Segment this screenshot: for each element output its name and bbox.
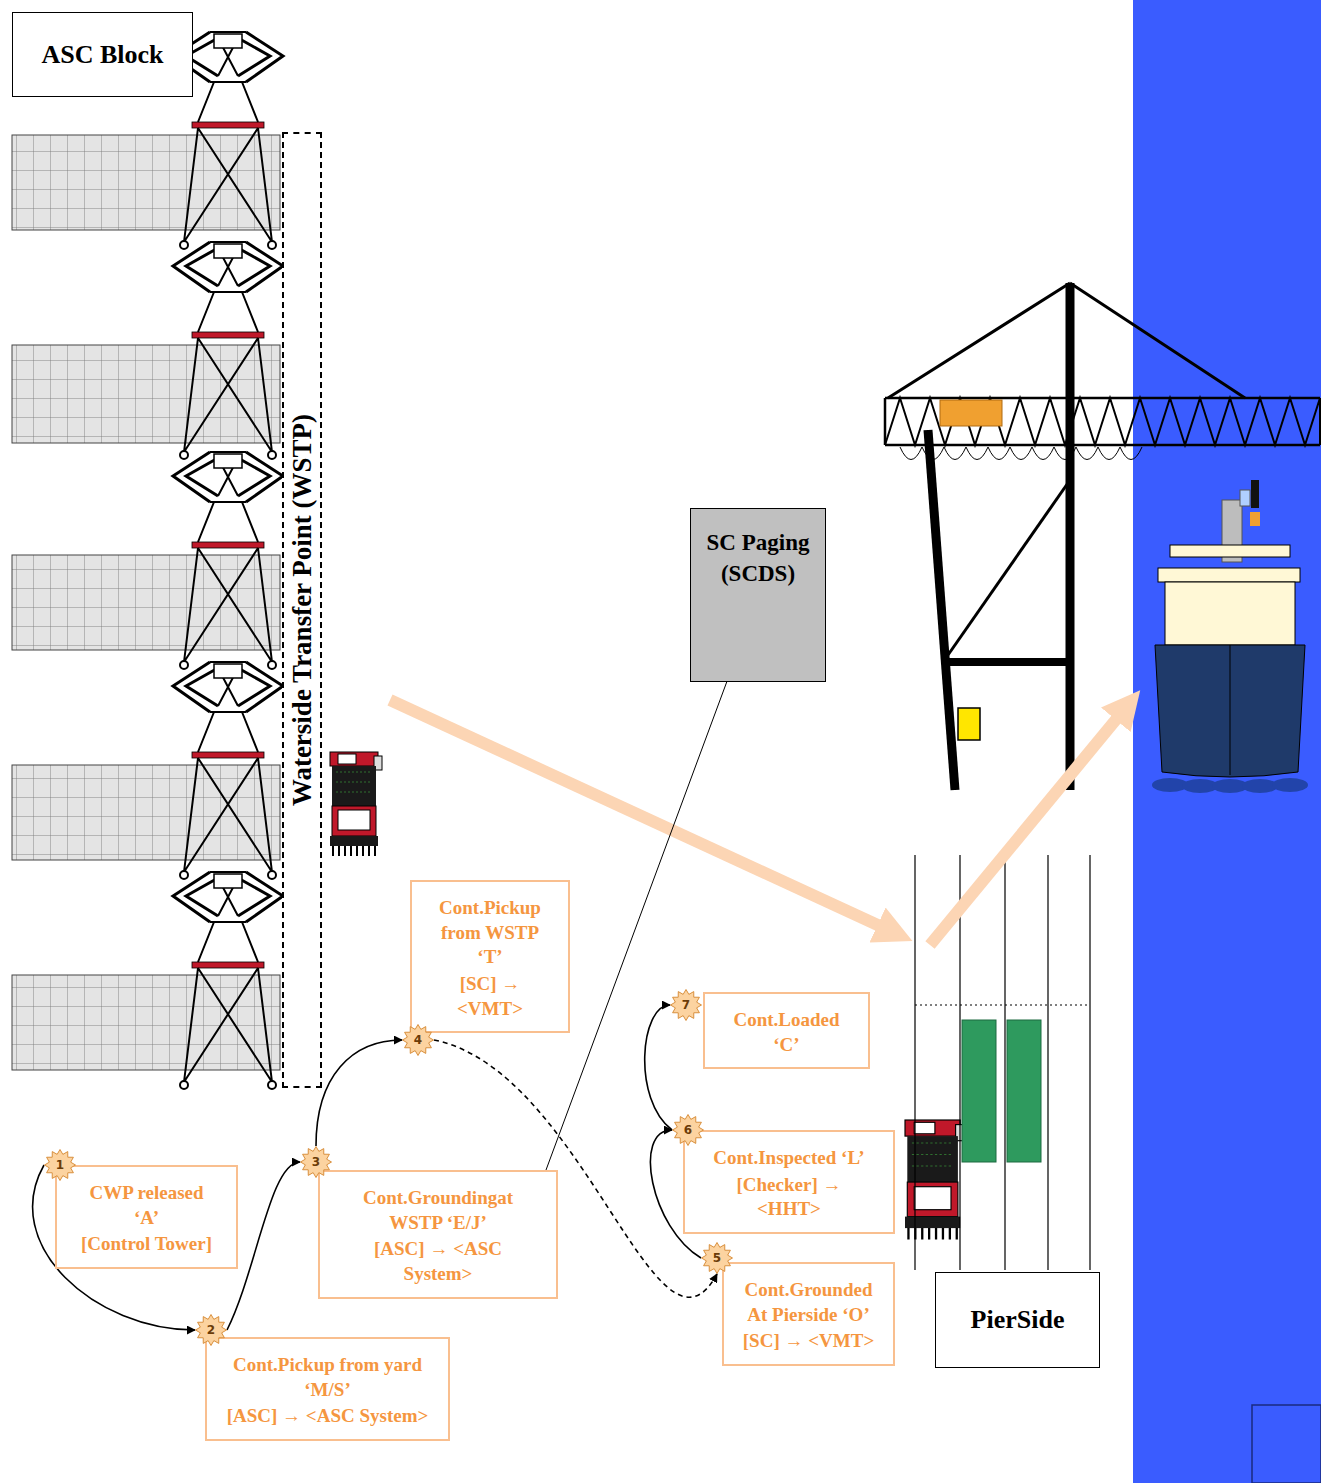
box-text: SC Paging (SCDS) bbox=[699, 527, 817, 589]
box-text: Cont.Groundingat WSTP ‘E/J’ bbox=[338, 1186, 538, 1235]
callout-number: 1 bbox=[56, 1158, 64, 1172]
transfer-band: Waterside Transfer Point (WSTP) bbox=[282, 132, 322, 1088]
callout-number: 2 bbox=[195, 1314, 227, 1346]
callout-number: 5 bbox=[701, 1242, 733, 1274]
callout-number: 6 bbox=[684, 1123, 692, 1137]
step-box: Cont.Loaded ‘C’ bbox=[703, 992, 870, 1069]
box-text: CWP released ‘A’ bbox=[75, 1181, 218, 1230]
callout-number: 2 bbox=[207, 1323, 215, 1337]
callout-number: 7 bbox=[670, 989, 702, 1021]
step-box: Cont.Inspected ‘L’[Checker] → <HHT> bbox=[683, 1130, 895, 1234]
box-text: Cont.Inspected ‘L’ bbox=[703, 1146, 875, 1171]
system-text: [Checker] → <HHT> bbox=[703, 1173, 875, 1222]
callout-number: 5 bbox=[713, 1251, 721, 1265]
callout-number: 3 bbox=[312, 1155, 320, 1169]
paging-box: SC Paging (SCDS) bbox=[690, 508, 826, 682]
step-box: CWP released ‘A’[Control Tower] bbox=[55, 1165, 238, 1269]
step-box: Cont.Pickup from yard ‘M/S’[ASC] → <ASC … bbox=[205, 1337, 450, 1441]
system-text: [Control Tower] bbox=[75, 1232, 218, 1257]
box-text: ASC Block bbox=[41, 40, 163, 70]
step-box: Cont.Grounded At Pierside ‘O’[SC] → <VMT… bbox=[722, 1262, 895, 1366]
box-text: Cont.Pickup from WSTP ‘T’ bbox=[430, 896, 550, 970]
system-text: [SC] → <VMT> bbox=[430, 972, 550, 1021]
title-box: ASC Block bbox=[12, 12, 193, 97]
flow-arrow bbox=[645, 1005, 672, 1130]
leader-line bbox=[546, 682, 727, 1170]
box-text: PierSide bbox=[971, 1305, 1065, 1335]
system-text: [SC] → <VMT> bbox=[742, 1329, 875, 1354]
box-text: Cont.Pickup from yard ‘M/S’ bbox=[225, 1353, 430, 1402]
callout-number: 7 bbox=[682, 998, 690, 1012]
system-text: [ASC] → <ASC System> bbox=[338, 1237, 538, 1286]
callout-number: 6 bbox=[672, 1114, 704, 1146]
flow-arrow bbox=[316, 1040, 402, 1146]
system-text: [ASC] → <ASC System> bbox=[225, 1404, 430, 1429]
area-label-box: PierSide bbox=[935, 1272, 1100, 1368]
callout-number: 4 bbox=[414, 1033, 422, 1047]
step-box: Cont.Groundingat WSTP ‘E/J’[ASC] → <ASC … bbox=[318, 1170, 558, 1299]
callout-number: 1 bbox=[44, 1149, 76, 1181]
callout-number: 4 bbox=[402, 1024, 434, 1056]
callout-number: 3 bbox=[300, 1146, 332, 1178]
box-text: Cont.Grounded At Pierside ‘O’ bbox=[742, 1278, 875, 1327]
box-text: Cont.Loaded ‘C’ bbox=[723, 1008, 850, 1057]
box-text: Waterside Transfer Point (WSTP) bbox=[287, 414, 318, 806]
step-box: Cont.Pickup from WSTP ‘T’[SC] → <VMT> bbox=[410, 880, 570, 1033]
